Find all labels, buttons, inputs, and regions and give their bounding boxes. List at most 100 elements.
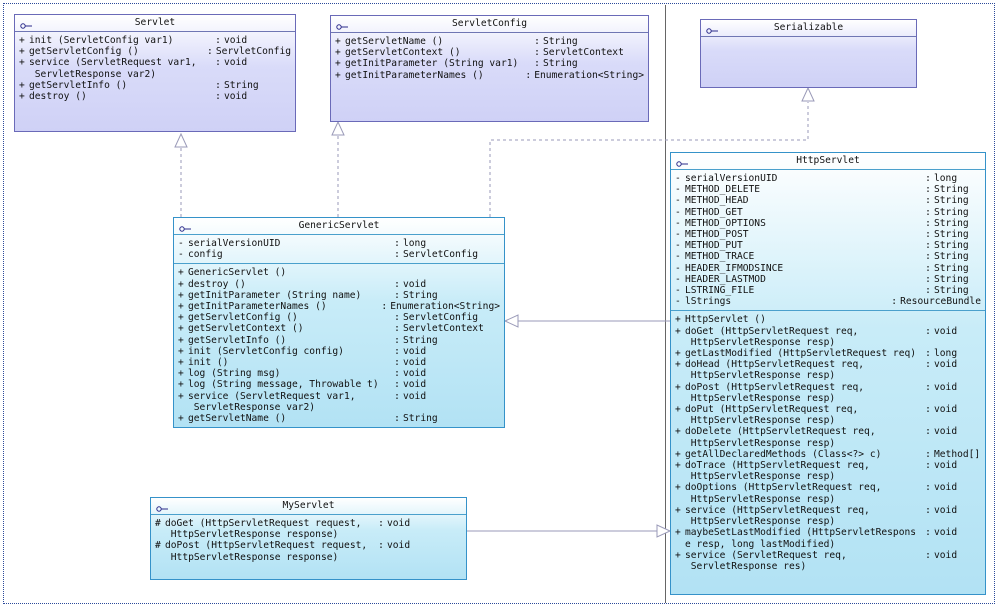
return-type: ServletConfig [403, 249, 479, 261]
visibility-marker [155, 552, 165, 563]
method-row[interactable]: +log (String msg):void [178, 368, 500, 379]
method-row[interactable]: HttpServletResponse resp) [675, 438, 981, 449]
method-signature: getLastModified (HttpServletRequest req) [685, 348, 917, 360]
class-box-genericservlet[interactable]: GenericServlet-serialVersionUID:long-con… [173, 217, 505, 428]
method-row[interactable]: +doGet (HttpServletRequest req,:void [675, 326, 981, 337]
type-separator: : [394, 345, 400, 357]
method-row[interactable]: HttpServletResponse resp) [675, 471, 981, 482]
method-row[interactable]: +getInitParameterNames ():Enumeration<St… [178, 301, 500, 312]
method-row[interactable]: HttpServletResponse resp) [675, 415, 981, 426]
method-signature: doPost (HttpServletRequest req, [685, 381, 865, 393]
attribute-row[interactable]: -HEADER_IFMODSINCE:String [675, 263, 981, 274]
class-name: Servlet [134, 17, 176, 28]
type-separator: : [925, 460, 931, 472]
type-separator: : [394, 368, 400, 380]
method-row[interactable]: +doOptions (HttpServletRequest req,:void [675, 482, 981, 493]
attribute-row[interactable]: -HEADER_LASTMOD:String [675, 274, 981, 285]
visibility-marker: + [19, 35, 25, 46]
method-row[interactable]: +HttpServlet () [675, 314, 981, 325]
method-row[interactable]: #doPost (HttpServletRequest request,:voi… [155, 540, 462, 551]
method-row[interactable]: +destroy ():void [19, 91, 291, 102]
method-row[interactable]: +doPut (HttpServletRequest req,:void [675, 404, 981, 415]
method-signature: init () [188, 357, 229, 369]
methods-section: +init (ServletConfig var1):void+getServl… [15, 31, 295, 105]
method-signature: HttpServletResponse response) [165, 551, 339, 563]
method-row[interactable]: +init (ServletConfig var1):void [19, 35, 291, 46]
return-type: void [403, 278, 427, 290]
class-box-myservlet[interactable]: MyServlet#doGet (HttpServletRequest requ… [150, 497, 467, 580]
method-row[interactable]: HttpServletResponse resp) [675, 393, 981, 404]
method-row[interactable]: +getServletContext ():ServletContext [335, 47, 644, 58]
visibility-marker [675, 561, 685, 572]
method-row[interactable]: +getServletInfo ():String [19, 80, 291, 91]
attribute-name: HEADER_IFMODSINCE [685, 262, 784, 274]
method-row[interactable]: +maybeSetLastModified (HttpServletRespon… [675, 527, 981, 538]
visibility-marker [675, 393, 685, 404]
method-row[interactable]: +getAllDeclaredMethods (Class<?> c):Meth… [675, 449, 981, 460]
attribute-row[interactable]: -METHOD_HEAD:String [675, 195, 981, 206]
method-row[interactable]: +doTrace (HttpServletRequest req,:void [675, 460, 981, 471]
method-signature: doPost (HttpServletRequest request, [165, 540, 368, 552]
visibility-marker: + [675, 381, 681, 393]
type-separator: : [925, 348, 931, 360]
method-row[interactable]: +getServletConfig ():ServletConfig [19, 46, 291, 57]
return-type: String [934, 240, 969, 252]
method-row[interactable]: HttpServletResponse resp) [675, 516, 981, 527]
method-row[interactable]: +getServletContext ():ServletContext [178, 323, 500, 334]
method-row[interactable]: +doDelete (HttpServletRequest req,:void [675, 426, 981, 437]
class-name: Serializable [773, 22, 844, 33]
method-row[interactable]: +log (String message, Throwable t):void [178, 379, 500, 390]
method-signature: getServletConfig () [29, 46, 139, 58]
attribute-row[interactable]: -METHOD_TRACE:String [675, 251, 981, 262]
method-row[interactable]: e resp, long lastModified) [675, 539, 981, 550]
method-row[interactable]: +init (ServletConfig config):void [178, 346, 500, 357]
method-row[interactable]: +destroy ():void [178, 279, 500, 290]
return-type: String [403, 413, 438, 425]
attribute-row[interactable]: -config:ServletConfig [178, 249, 500, 260]
class-box-servletconfig[interactable]: ServletConfig+getServletName ():String+g… [330, 15, 649, 122]
method-row[interactable]: +service (ServletRequest req,:void [675, 550, 981, 561]
method-row[interactable]: +doPost (HttpServletRequest req,:void [675, 382, 981, 393]
attribute-row[interactable]: -lStrings:ResourceBundle [675, 296, 981, 307]
class-box-httpservlet[interactable]: HttpServlet-serialVersionUID:long-METHOD… [670, 152, 986, 595]
method-row[interactable]: HttpServletResponse response) [155, 529, 462, 540]
visibility-marker: + [335, 36, 341, 47]
attribute-row[interactable]: -METHOD_GET:String [675, 207, 981, 218]
return-type: long [403, 238, 427, 249]
attribute-row[interactable]: -LSTRING_FILE:String [675, 285, 981, 296]
method-row[interactable]: HttpServletResponse resp) [675, 494, 981, 505]
method-row[interactable]: +service (HttpServletRequest req,:void [675, 505, 981, 516]
method-row[interactable]: +service (ServletRequest var1,:void [19, 57, 291, 68]
attribute-row[interactable]: -METHOD_PUT:String [675, 240, 981, 251]
method-row[interactable]: HttpServletResponse resp) [675, 337, 981, 348]
method-row[interactable]: HttpServletResponse resp) [675, 370, 981, 381]
method-row[interactable]: +doHead (HttpServletRequest req,:void [675, 359, 981, 370]
attribute-row[interactable]: -serialVersionUID:long [675, 173, 981, 184]
method-signature: HttpServletResponse resp) [685, 392, 836, 404]
method-row[interactable]: +getLastModified (HttpServletRequest req… [675, 348, 981, 359]
attribute-row[interactable]: -METHOD_POST:String [675, 229, 981, 240]
method-row[interactable]: +init ():void [178, 357, 500, 368]
method-row[interactable]: +getServletConfig ():ServletConfig [178, 312, 500, 323]
method-row[interactable]: HttpServletResponse response) [155, 552, 462, 563]
method-row[interactable]: +getInitParameter (String name):String [178, 290, 500, 301]
method-row[interactable]: ServletResponse var2) [19, 69, 291, 80]
method-row[interactable]: +getInitParameterNames ():Enumeration<St… [335, 70, 644, 81]
method-row[interactable]: ServletResponse res) [675, 561, 981, 572]
class-box-servlet[interactable]: Servlet+init (ServletConfig var1):void+g… [14, 14, 296, 132]
attribute-row[interactable]: -serialVersionUID:long [178, 238, 500, 249]
attribute-row[interactable]: -METHOD_DELETE:String [675, 184, 981, 195]
attribute-row[interactable]: -METHOD_OPTIONS:String [675, 218, 981, 229]
method-row[interactable]: #doGet (HttpServletRequest request,:void [155, 518, 462, 529]
method-row[interactable]: +service (ServletRequest var1,:void [178, 391, 500, 402]
method-signature: service (ServletRequest var1, [29, 57, 197, 69]
method-row[interactable]: +GenericServlet () [178, 267, 500, 278]
type-separator: : [394, 390, 400, 402]
method-row[interactable]: +getServletInfo ():String [178, 335, 500, 346]
class-box-serializable[interactable]: Serializable [700, 19, 917, 88]
method-signature: log (String message, Throwable t) [188, 379, 379, 391]
method-row[interactable]: +getInitParameter (String var1):String [335, 58, 644, 69]
method-row[interactable]: +getServletName ():String [335, 36, 644, 47]
method-row[interactable]: +getServletName ():String [178, 413, 500, 424]
method-row[interactable]: ServletResponse var2) [178, 402, 500, 413]
